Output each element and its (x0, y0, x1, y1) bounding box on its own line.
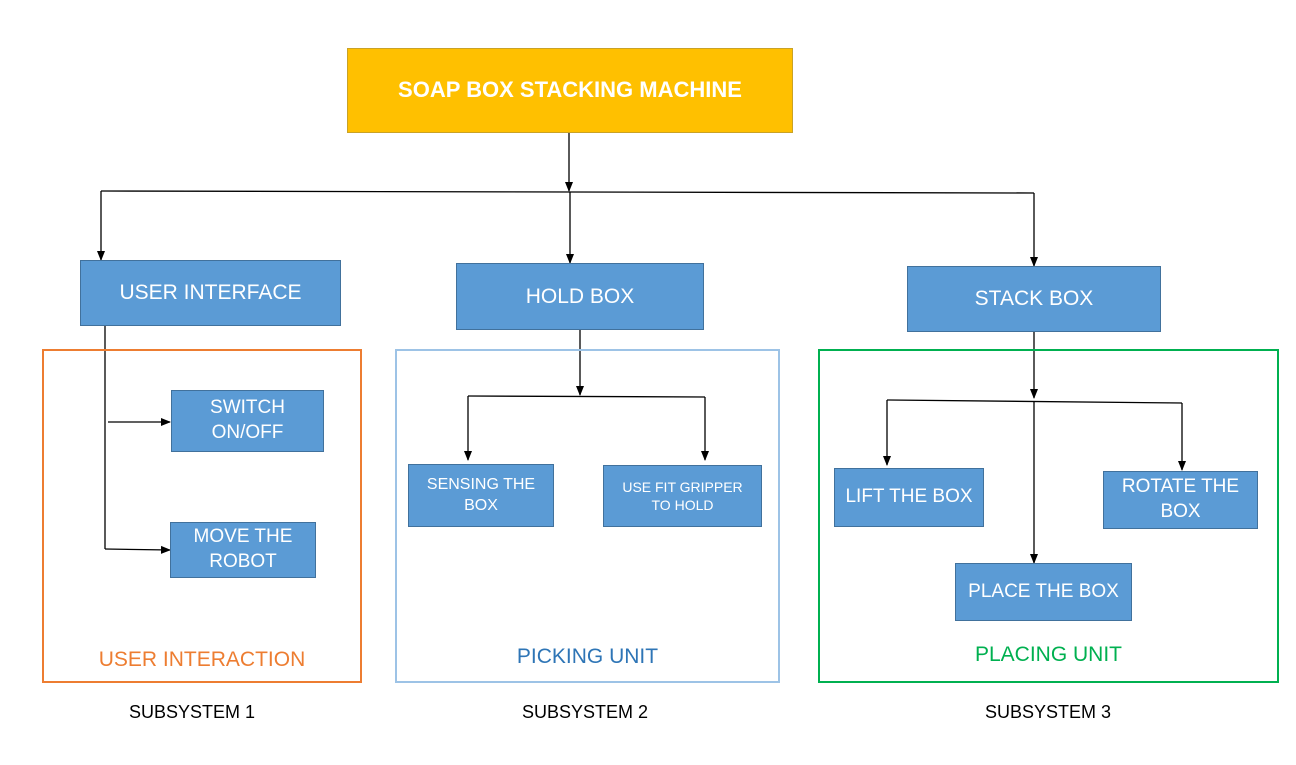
picking-unit-label: PICKING UNIT (516, 645, 659, 668)
placing-unit-frame (818, 349, 1279, 683)
subsystem-1-caption: SUBSYSTEM 1 (128, 702, 256, 722)
placing-unit-label: PLACING UNIT (974, 643, 1123, 666)
user-interaction-frame (42, 349, 362, 683)
hold-box-box: HOLD BOX (456, 263, 704, 330)
subsystem-3-caption: SUBSYSTEM 3 (984, 702, 1112, 722)
subsystem-2-caption: SUBSYSTEM 2 (521, 702, 649, 722)
rotate-the-box-box: ROTATE THE BOX (1103, 471, 1258, 529)
switch-on-off-box: SWITCH ON/OFF (171, 390, 324, 452)
connector-main-bus (100, 190, 1035, 194)
sensing-the-box-box: SENSING THE BOX (408, 464, 554, 527)
user-interface-box: USER INTERFACE (80, 260, 341, 326)
title-box: SOAP BOX STACKING MACHINE (347, 48, 793, 133)
user-interaction-label: USER INTERACTION (98, 648, 306, 671)
connector-picking-bus (467, 395, 706, 398)
stack-box-box: STACK BOX (907, 266, 1161, 332)
connector-to-move (104, 545, 171, 554)
place-the-box-box: PLACE THE BOX (955, 563, 1132, 621)
picking-unit-frame (395, 349, 780, 683)
move-the-robot-box: MOVE THE ROBOT (170, 522, 316, 578)
use-fit-gripper-box: USE FIT GRIPPER TO HOLD (603, 465, 762, 527)
lift-the-box-box: LIFT THE BOX (834, 468, 984, 527)
